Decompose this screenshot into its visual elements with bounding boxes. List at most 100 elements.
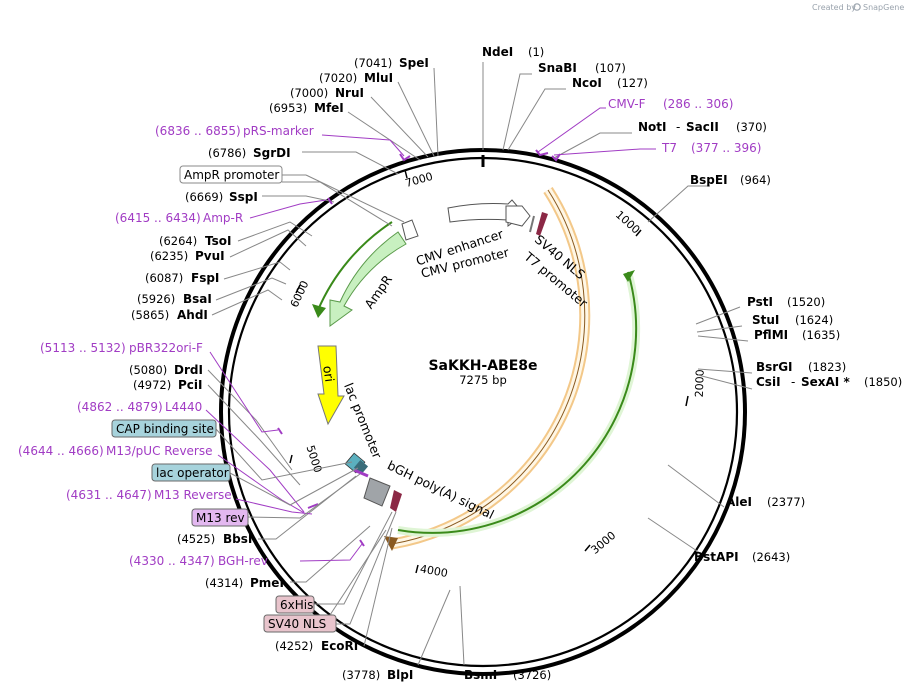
primer-cmv-f-arrow	[535, 149, 549, 157]
primer-bgh-rev-pos: (4330 .. 4347)	[129, 554, 215, 568]
site-tsoi: TsoI	[205, 234, 231, 248]
site-pcii: PciI	[178, 378, 203, 392]
site-pvui: PvuI	[195, 249, 225, 263]
right-site-leaders	[459, 62, 753, 666]
ampr-outer-line	[317, 221, 393, 311]
site-spei: SpeI	[399, 56, 429, 70]
primer-t7-arrow	[551, 153, 561, 162]
tick-label-2000: 2000	[693, 369, 707, 397]
site-alei: AleI	[726, 495, 752, 509]
primer-l4440-pos: (4862 .. 4879)	[77, 400, 163, 414]
primer-m13-reverse-pos: (4631 .. 4647)	[66, 488, 152, 502]
primer-amp-r: Amp-R	[203, 211, 243, 225]
cds-arc-arrowhead	[384, 536, 398, 551]
primer-m13-puc-reverse-pos: (4644 .. 4666)	[18, 444, 104, 458]
snapgene-logo-icon	[853, 3, 861, 11]
m13-rev-leader	[247, 473, 361, 519]
site-ecori: EcoRI	[321, 639, 358, 653]
site-csii-pos: (1850)	[864, 375, 902, 389]
6xhis-box	[275, 595, 315, 614]
label-ori: ori	[320, 365, 337, 383]
site-ncoi: NcoI	[572, 76, 602, 90]
ampr-promoter-box	[179, 165, 283, 184]
site-pflmi: PflMI	[754, 328, 788, 342]
6xhis-leader	[314, 511, 393, 605]
site-pcii-pos: (4972)	[133, 378, 171, 392]
plasmid-length: 7275 bp	[459, 373, 507, 387]
site-bsrgi-pos: (1823)	[808, 360, 846, 374]
site-pmei-pos: (4314)	[205, 576, 243, 590]
lac-operator-leader	[229, 467, 359, 506]
cmv-promoter-arrow	[505, 205, 531, 227]
primer-m13-puc-reverse-leader	[217, 454, 307, 515]
plasmid-name: SaKKH-ABE8e	[428, 358, 537, 374]
site-pmei: PmeI	[250, 576, 284, 590]
site-sgrdi: SgrDI	[253, 146, 291, 160]
site-sspi: SspI	[229, 190, 258, 204]
site-drdi-pos: (5080)	[129, 363, 167, 377]
site-csii-sep: -	[791, 375, 795, 389]
snapgene-credit: Created by SnapGene	[812, 3, 904, 12]
site-tsoi-pos: (6264)	[159, 234, 197, 248]
site-stui-pos: (1624)	[795, 313, 833, 327]
primer-cmv-f-pos: (286 .. 306)	[663, 97, 733, 111]
sv40-nls-leader	[336, 511, 397, 625]
primer-amp-r-leader	[249, 199, 327, 219]
primer-m13-puc-reverse: M13/pUC Reverse	[106, 444, 213, 458]
primer-prs-marker-arrow	[399, 153, 411, 162]
primer-pbr322ori-f: pBR322ori-F	[129, 341, 203, 355]
primer-prs-marker: pRS-marker	[243, 124, 314, 138]
site-snabi-pos: (107)	[595, 61, 626, 75]
bgh-polya-block	[363, 477, 391, 507]
primer-m13-reverse-leader	[235, 498, 313, 515]
ori-arrow	[317, 345, 345, 426]
ampr-arrow	[329, 231, 407, 327]
site-bspei: BspEI	[690, 173, 728, 187]
site-blpi-pos: (3778)	[342, 668, 380, 682]
label-bgh-polya: bGH poly(A) signal	[385, 457, 496, 522]
ampr-outer-arrowhead	[312, 304, 326, 318]
primer-prs-marker-leader	[321, 134, 405, 157]
site-stui: StuI	[752, 313, 779, 327]
site-nrui-pos: (7000)	[290, 86, 328, 100]
primer-t7: T7	[661, 141, 677, 155]
primer-pbr322ori-f-leader	[209, 351, 279, 433]
tick-label-7000: 7000	[404, 170, 434, 190]
site-pflmi-pos: (1635)	[802, 328, 840, 342]
site-bsai: BsaI	[183, 292, 212, 306]
cds-arc-edge	[391, 189, 586, 545]
site-ahdi: AhdI	[177, 308, 208, 322]
site-bbsi-pos: (4525)	[177, 532, 215, 546]
primer-t7-pos: (377 .. 396)	[691, 141, 761, 155]
feature-m13-rev: M13 rev	[196, 511, 245, 525]
site-ecori-pos: (4252)	[275, 639, 313, 653]
site-psti: PstI	[747, 295, 773, 309]
credit-prefix: Created by	[812, 3, 856, 12]
green-cds-arrowhead	[623, 270, 635, 282]
site-bstapi: BstAPI	[694, 550, 739, 564]
site-snabi: SnaBI	[538, 61, 577, 75]
site-mlui: MluI	[364, 71, 393, 85]
site-mlui-pos: (7020)	[319, 71, 357, 85]
site-bspei-pos: (964)	[740, 173, 771, 187]
label-lac-promoter: lac promoter	[341, 381, 385, 462]
site-ndei-pos: (1)	[528, 45, 544, 59]
primer-prs-marker-pos: (6836 .. 6855)	[155, 124, 241, 138]
site-noti-pos: (370)	[736, 120, 767, 134]
primer-cmv-f-leader	[537, 107, 606, 153]
site-noti-sep: -	[676, 120, 680, 134]
site-sacii: SacII	[686, 120, 719, 134]
site-csii: CsiI	[756, 375, 781, 389]
primer-bgh-rev-leader	[299, 543, 363, 562]
site-psti-pos: (1520)	[787, 295, 825, 309]
site-blpi: BlpI	[387, 668, 413, 682]
site-sgrdi-pos: (6786)	[208, 146, 246, 160]
primer-m13-reverse-arrow	[307, 503, 319, 509]
tick-label-1000: 1000	[613, 208, 643, 236]
cap-binding-site-box	[111, 419, 217, 438]
site-bbsi: BbsI	[223, 532, 252, 546]
feature-lac-operator: lac operator	[156, 466, 229, 480]
site-bsmi: BsmI	[464, 668, 497, 682]
site-bsmi-pos: (3726)	[513, 668, 551, 682]
